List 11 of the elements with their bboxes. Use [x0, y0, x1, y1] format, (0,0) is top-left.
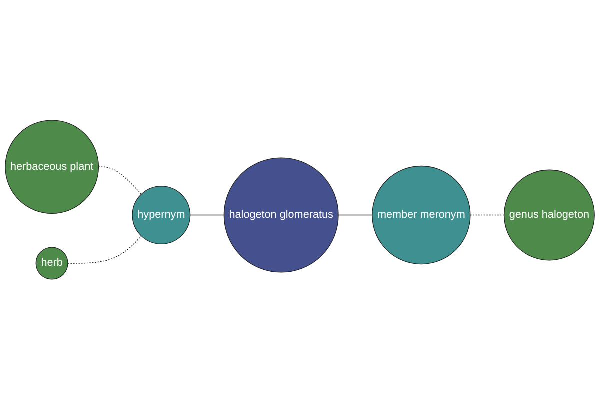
node-circle: member meronym — [372, 166, 471, 265]
connector — [68, 236, 142, 264]
node-circle: herbaceous plant — [5, 120, 100, 214]
node-circle: herb — [36, 247, 68, 280]
node-circle: hypernym — [132, 186, 191, 245]
connector — [338, 215, 373, 216]
node-circle: halogeton glomeratus — [224, 158, 339, 273]
connector — [190, 215, 224, 216]
connector — [98, 166, 142, 195]
connector — [470, 215, 505, 216]
node-circle: genus halogeton — [504, 170, 595, 261]
